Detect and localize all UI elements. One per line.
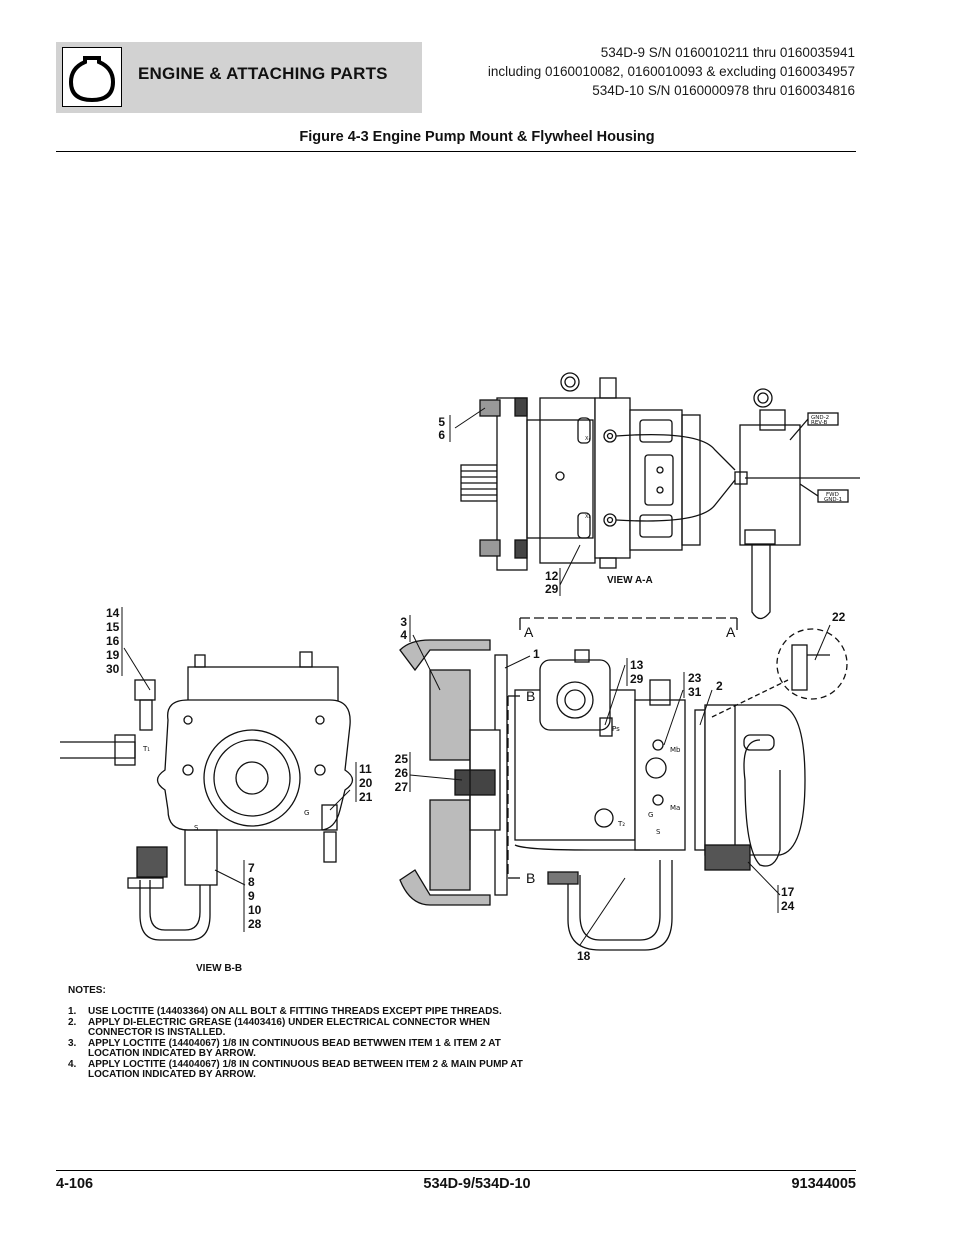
note-number: 2. bbox=[68, 1016, 77, 1028]
callout-29: 29 bbox=[545, 582, 559, 596]
callout-31: 31 bbox=[688, 685, 702, 699]
tag-gnd2: GND-2 bbox=[811, 415, 829, 421]
engine-section-icon bbox=[62, 47, 122, 107]
tag-revb: REV-B bbox=[811, 420, 828, 426]
leader-lines bbox=[123, 407, 831, 946]
note-number: 4. bbox=[68, 1058, 77, 1070]
note-text: APPLY DI-ELECTRIC GREASE (14403416) UNDE… bbox=[88, 1016, 490, 1038]
serial-line: 534D-10 S/N 0160000978 thru 0160034816 bbox=[592, 83, 855, 98]
note-item: 3. APPLY LOCTITE (14404067) 1/8 IN CONTI… bbox=[68, 1037, 538, 1060]
callout-4: 4 bbox=[400, 628, 407, 642]
document-number: 91344005 bbox=[791, 1176, 856, 1192]
callout-28: 28 bbox=[248, 917, 262, 931]
note-text: APPLY LOCTITE (14404067) 1/8 IN CONTINUO… bbox=[88, 1037, 501, 1059]
callout-27: 27 bbox=[395, 780, 409, 794]
callout-13: 13 bbox=[630, 658, 644, 672]
callout-24: 24 bbox=[781, 899, 795, 913]
callout-5: 5 bbox=[438, 415, 445, 429]
callout-22: 22 bbox=[832, 610, 846, 624]
note-text: USE LOCTITE (14403364) ON ALL BOLT & FIT… bbox=[88, 1006, 502, 1017]
port-label-g-left: G bbox=[304, 809, 309, 817]
notes-heading: NOTES: bbox=[68, 985, 106, 996]
footer-divider bbox=[56, 1170, 856, 1171]
serial-line: 534D-9 S/N 0160010211 thru 0160035941 bbox=[600, 45, 855, 60]
view-a-a-illustration bbox=[460, 372, 860, 620]
port-label-x1: X₁ bbox=[585, 436, 590, 442]
callout-12: 12 bbox=[545, 569, 559, 583]
section-letter-b-bottom: B bbox=[526, 870, 535, 886]
section-letter-b-top: B bbox=[526, 688, 535, 704]
callout-19: 19 bbox=[106, 648, 120, 662]
callout-26: 26 bbox=[395, 766, 409, 780]
port-label-ps: Ps bbox=[612, 725, 620, 733]
callout-18: 18 bbox=[577, 949, 591, 963]
note-item: 2. APPLY DI-ELECTRIC GREASE (14403416) U… bbox=[68, 1016, 538, 1039]
callout-10: 10 bbox=[248, 903, 262, 917]
callout-11: 11 bbox=[359, 762, 372, 776]
note-item: 4. APPLY LOCTITE (14404067) 1/8 IN CONTI… bbox=[68, 1058, 538, 1081]
callout-16: 16 bbox=[106, 634, 120, 648]
callout-3: 3 bbox=[400, 615, 407, 629]
header-divider bbox=[56, 151, 856, 152]
view-a-a-label: VIEW A-A bbox=[607, 575, 653, 586]
page-number: 4-106 bbox=[56, 1176, 94, 1192]
section-title: ENGINE & ATTACHING PARTS bbox=[138, 64, 388, 83]
port-label-ma: Ma bbox=[670, 804, 680, 812]
section-view-illustration bbox=[399, 617, 848, 951]
port-label-g-right: G bbox=[648, 811, 653, 819]
note-item: 1. USE LOCTITE (14403364) ON ALL BOLT & … bbox=[68, 1006, 538, 1018]
callout-7: 7 bbox=[248, 861, 255, 875]
tag-fwd: FWD bbox=[826, 492, 839, 498]
port-label-x2: X₂ bbox=[585, 514, 590, 520]
port-label-s-left: S bbox=[194, 824, 199, 832]
callout-25: 25 bbox=[395, 752, 409, 766]
tag-gnd1: GND-1 bbox=[824, 497, 842, 503]
serial-line: including 0160010082, 0160010093 & exclu… bbox=[487, 64, 855, 79]
note-number: 3. bbox=[68, 1037, 77, 1049]
callout-1: 1 bbox=[533, 647, 540, 661]
section-letter-a-left: A bbox=[524, 624, 534, 640]
port-label-s-right: S bbox=[656, 828, 661, 836]
callout-29b: 29 bbox=[630, 672, 644, 686]
callout-20: 20 bbox=[359, 776, 373, 790]
callout-9: 9 bbox=[248, 889, 255, 903]
callout-30: 30 bbox=[106, 662, 120, 676]
section-header: ENGINE & ATTACHING PARTS bbox=[56, 42, 422, 113]
view-b-b-label: VIEW B-B bbox=[196, 963, 243, 974]
view-b-b-illustration bbox=[60, 651, 354, 941]
callout-8: 8 bbox=[248, 875, 255, 889]
callout-23: 23 bbox=[688, 671, 702, 685]
port-label-t1: T₁ bbox=[142, 745, 150, 753]
model-number: 534D-9/534D-10 bbox=[423, 1176, 531, 1192]
notes-section: NOTES: 1. USE LOCTITE (14403364) ON ALL … bbox=[68, 985, 538, 1081]
callout-2: 2 bbox=[716, 679, 723, 693]
callout-21: 21 bbox=[359, 790, 373, 804]
callout-6: 6 bbox=[438, 428, 445, 442]
note-text: APPLY LOCTITE (14404067) 1/8 IN CONTINUO… bbox=[88, 1058, 523, 1080]
serial-ranges: 534D-9 S/N 0160010211 thru 0160035941 in… bbox=[488, 43, 855, 100]
figure-title: Figure 4-3 Engine Pump Mount & Flywheel … bbox=[299, 129, 655, 145]
note-number: 1. bbox=[68, 1006, 77, 1017]
section-letter-a-right: A bbox=[726, 624, 736, 640]
callout-brackets bbox=[121, 415, 779, 932]
callout-14: 14 bbox=[106, 606, 120, 620]
callout-17: 17 bbox=[781, 885, 795, 899]
port-label-t2: T₂ bbox=[617, 820, 625, 828]
port-label-mb: Mb bbox=[670, 746, 681, 754]
callout-15: 15 bbox=[106, 620, 120, 634]
